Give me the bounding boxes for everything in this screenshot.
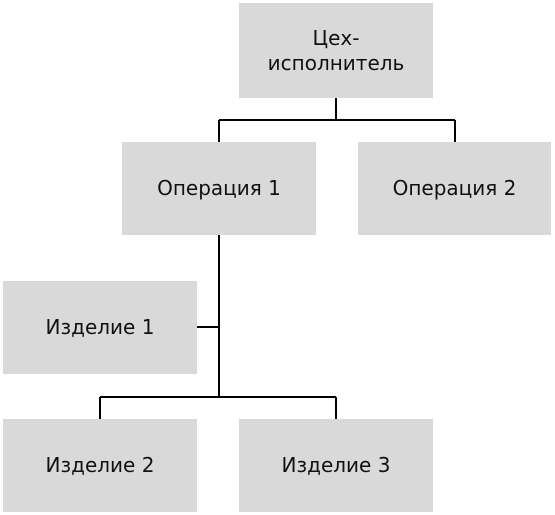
node-product-1-label: Изделие 1 (45, 315, 155, 339)
node-workshop-executor[interactable]: Цех- исполнитель (239, 3, 433, 98)
node-product-3-label: Изделие 3 (281, 453, 391, 477)
node-workshop-executor-label: Цех- исполнитель (267, 25, 405, 75)
node-operation-2[interactable]: Операция 2 (358, 142, 551, 235)
node-product-3[interactable]: Изделие 3 (239, 419, 433, 512)
node-product-2[interactable]: Изделие 2 (3, 419, 197, 512)
node-product-1[interactable]: Изделие 1 (3, 281, 197, 374)
node-operation-1[interactable]: Операция 1 (122, 142, 316, 235)
node-operation-2-label: Операция 2 (392, 176, 517, 200)
node-operation-1-label: Операция 1 (157, 176, 281, 200)
node-product-2-label: Изделие 2 (45, 453, 155, 477)
